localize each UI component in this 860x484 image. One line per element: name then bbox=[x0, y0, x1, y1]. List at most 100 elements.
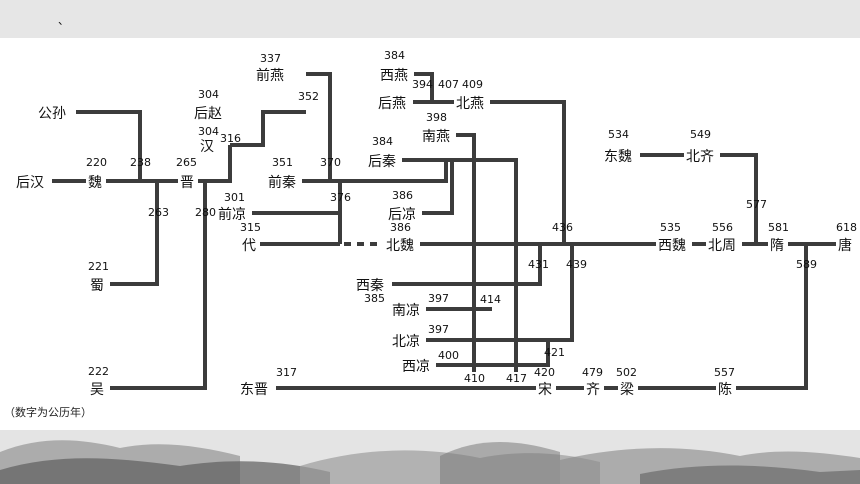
line-xiliang bbox=[436, 340, 550, 367]
year-qianyan-end: 370 bbox=[320, 156, 341, 169]
year-beiliang-end: 439 bbox=[566, 258, 587, 271]
year-xiqin-end: 431 bbox=[528, 258, 549, 271]
year-wei-end: 238 bbox=[130, 156, 151, 169]
year-note: （数字为公历年） bbox=[4, 405, 92, 419]
label-qianqin: 前秦 bbox=[268, 174, 296, 191]
year-chen-end: 589 bbox=[796, 258, 817, 271]
year-sui-start: 581 bbox=[768, 221, 789, 234]
year-beiqi-end: 577 bbox=[746, 198, 767, 211]
year-labels: 220 238 221 263 222 280 265 304 304 316 … bbox=[86, 49, 857, 385]
label-qianliang: 前凉 bbox=[218, 206, 246, 223]
year-beiwei-start: 386 bbox=[390, 221, 411, 234]
connector-lines bbox=[52, 72, 852, 390]
year-song-start: 420 bbox=[534, 366, 555, 379]
line-wu bbox=[108, 181, 207, 390]
label-wei: 魏 bbox=[88, 175, 102, 191]
year-chen-start: 557 bbox=[714, 366, 735, 379]
year-beizhou-start: 556 bbox=[712, 221, 733, 234]
year-houzhao-start: 304 bbox=[198, 88, 219, 101]
year-han-start: 304 bbox=[198, 125, 219, 138]
year-qianyan-start: 337 bbox=[260, 52, 281, 65]
label-dai: 代 bbox=[242, 238, 256, 254]
label-xiwei: 西魏 bbox=[658, 238, 686, 254]
year-jin-start: 265 bbox=[176, 156, 197, 169]
line-houqin bbox=[396, 158, 518, 372]
label-wu: 吴 bbox=[90, 382, 104, 398]
line-chen-sui bbox=[736, 244, 808, 390]
label-jin: 晋 bbox=[180, 175, 194, 191]
line-beiyan bbox=[490, 100, 566, 244]
label-qi: 齐 bbox=[586, 382, 600, 398]
line-gongsun bbox=[76, 110, 142, 181]
label-song: 宋 bbox=[538, 382, 552, 398]
label-beizhou: 北周 bbox=[708, 238, 736, 254]
label-qianyan: 前燕 bbox=[256, 67, 284, 84]
label-nanyan: 南燕 bbox=[422, 129, 450, 145]
label-dongjin: 东晋 bbox=[240, 382, 268, 398]
year-xiliang-start: 400 bbox=[438, 349, 459, 362]
line-han-houzhao bbox=[230, 110, 306, 147]
year-beiyan-end: 436 bbox=[552, 221, 573, 234]
line-houliang bbox=[422, 160, 454, 215]
label-xiliang: 西凉 bbox=[402, 359, 430, 375]
line-xiyan bbox=[413, 72, 434, 102]
year-xiyan-start: 384 bbox=[384, 49, 405, 62]
year-qi-start: 479 bbox=[582, 366, 603, 379]
label-tang: 唐 bbox=[838, 237, 852, 254]
year-beiliang-start: 397 bbox=[428, 323, 449, 336]
year-xiliang-end: 421 bbox=[544, 346, 565, 359]
label-xiqin: 西秦 bbox=[356, 278, 384, 294]
year-qianliang-end: 376 bbox=[330, 191, 351, 204]
year-nanliang-start: 397 bbox=[428, 292, 449, 305]
year-dongjin-start: 317 bbox=[276, 366, 297, 379]
label-houqin: 后秦 bbox=[368, 154, 396, 170]
line-beiliang bbox=[426, 244, 574, 342]
label-dongwei: 东魏 bbox=[604, 149, 632, 165]
label-sui: 隋 bbox=[770, 238, 784, 254]
label-beiqi: 北齐 bbox=[686, 149, 714, 165]
year-nanliang-end: 414 bbox=[480, 293, 501, 306]
label-houhan: 后汉 bbox=[16, 175, 44, 191]
line-nanyan bbox=[455, 133, 476, 372]
year-xiqin-start: 385 bbox=[364, 292, 385, 305]
year-nanyan-start: 398 bbox=[426, 111, 447, 124]
year-qianliang-start: 301 bbox=[224, 191, 245, 204]
year-liang-start: 502 bbox=[616, 366, 637, 379]
label-shu: 蜀 bbox=[90, 278, 104, 294]
year-houliang-start: 386 bbox=[392, 189, 413, 202]
state-labels: 公孙 后汉 魏 蜀 吴 晋 后赵 汉 前燕 前秦 前凉 代 西燕 bbox=[14, 64, 856, 398]
line-xiqin bbox=[392, 244, 542, 286]
label-liang: 梁 bbox=[620, 382, 634, 398]
year-houzhao-end: 352 bbox=[298, 90, 319, 103]
label-nanliang: 南凉 bbox=[392, 303, 420, 319]
year-wu-end: 280 bbox=[195, 206, 216, 219]
line-shu bbox=[108, 181, 159, 286]
year-han-end: 316 bbox=[220, 132, 241, 145]
year-shu-start: 221 bbox=[88, 260, 109, 273]
line-qianqin bbox=[300, 160, 448, 183]
line-jin-han bbox=[198, 145, 232, 183]
year-dongwei-start: 534 bbox=[608, 128, 629, 141]
year-nanyan-end: 410 bbox=[464, 372, 485, 385]
label-houliang: 后凉 bbox=[388, 207, 416, 223]
year-houqin-start: 384 bbox=[372, 135, 393, 148]
label-xiyan: 西燕 bbox=[380, 68, 408, 84]
header-band bbox=[0, 0, 860, 38]
label-houzhao: 后赵 bbox=[194, 106, 222, 122]
label-beiliang: 北凉 bbox=[392, 334, 420, 350]
year-houqin-end: 417 bbox=[506, 372, 527, 385]
label-houyan: 后燕 bbox=[378, 96, 406, 112]
year-xiyan-end: 394 bbox=[412, 78, 433, 91]
year-tang-start: 618 bbox=[836, 221, 857, 234]
line-beiqi bbox=[720, 153, 758, 244]
year-wei-start: 220 bbox=[86, 156, 107, 169]
ink-mountains-decoration bbox=[0, 430, 860, 484]
label-beiwei: 北魏 bbox=[386, 238, 414, 254]
label-beiyan: 北燕 bbox=[456, 96, 484, 112]
year-houyan-end: 407 bbox=[438, 78, 459, 91]
label-han: 汉 bbox=[200, 139, 214, 155]
year-beiyan-start: 409 bbox=[462, 78, 483, 91]
year-shu-end: 263 bbox=[148, 206, 169, 219]
label-gongsun: 公孙 bbox=[38, 106, 66, 122]
